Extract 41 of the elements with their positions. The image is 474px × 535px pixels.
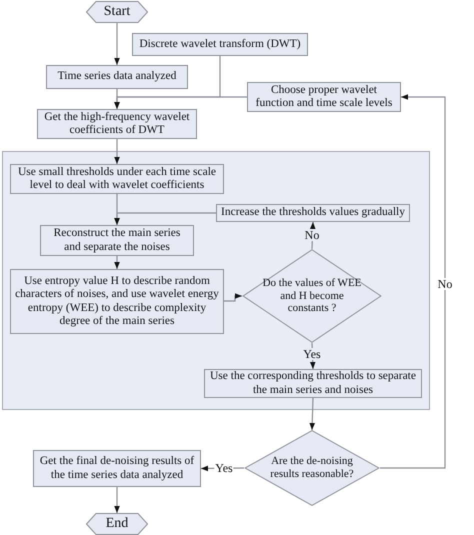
- process-box: [216, 204, 410, 222]
- node-text: Do the values of WEE and H become constants ?: [262, 277, 362, 315]
- process-box: [247, 82, 401, 112]
- connector-arrow: [309, 398, 316, 430]
- decision-diamond: [242, 249, 382, 343]
- connector-arrow: [224, 293, 242, 302]
- node-text: Reconstruct the main series and separate the noises: [52, 227, 182, 254]
- edge-label: No: [304, 229, 320, 241]
- node-text: Use entropy value H to describe random characters of noises, and use wavelet energy entropy (WEE) to describe complexity degree of the main series: [15, 275, 219, 328]
- edge-label: Yes: [302, 348, 322, 360]
- process-box: [40, 225, 194, 256]
- process-box: [132, 33, 308, 56]
- node-text: Choose proper wavelet function and time scale levels: [254, 84, 394, 110]
- connector-arrow: [380, 94, 446, 469]
- node-text: Start: [104, 4, 130, 20]
- connector-arrow: [114, 487, 120, 513]
- group-panel: [2, 151, 430, 410]
- node-text: Are the de-noising results reasonable?: [269, 455, 355, 481]
- node-text: Get the high-frequency wavelet coefficients of DWT: [43, 110, 191, 138]
- node-text: Use the corresponding thresholds to separate the main series and noises: [209, 370, 417, 397]
- connector-arrow: [114, 212, 216, 225]
- node-text: Get the final de-noising results of the time series data analyzed: [38, 455, 196, 482]
- connector-arrow: [114, 139, 120, 164]
- edge-label: Yes: [214, 462, 234, 474]
- node-text: Discrete wavelet transform (DWT): [139, 38, 301, 52]
- connector-arrow: [114, 256, 120, 269]
- node-text: Use small thresholds under each time scale level to deal with wavelet coefficients: [17, 166, 217, 192]
- process-box: [33, 450, 201, 487]
- process-box: [10, 164, 224, 194]
- process-box: [37, 109, 197, 139]
- process-box: [46, 65, 188, 89]
- process-box: [10, 269, 224, 334]
- node-text: Increase the thresholds values gradually: [221, 206, 405, 220]
- connector-arrow: [114, 96, 247, 109]
- node-text: End: [106, 516, 128, 532]
- connector-arrow: [114, 23, 120, 65]
- node-text: Time series data analyzed: [58, 70, 176, 84]
- terminal-hexagon: [86, 513, 148, 535]
- edge-label: No: [436, 278, 454, 290]
- decision-diamond: [244, 430, 380, 506]
- terminal-hexagon: [86, 1, 148, 23]
